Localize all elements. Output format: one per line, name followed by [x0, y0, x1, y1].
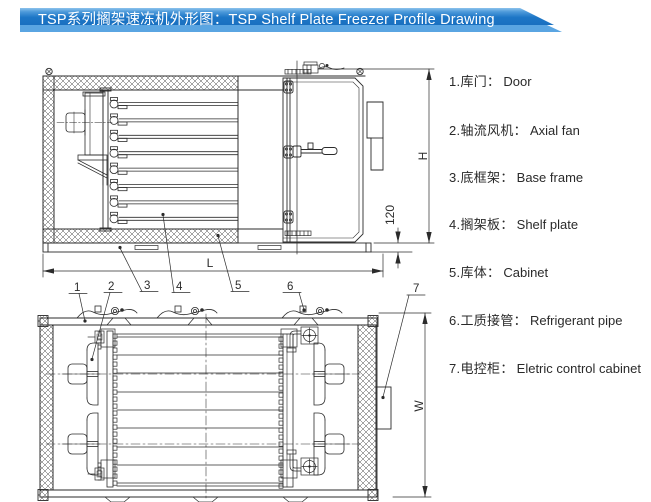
legend-item-control-cabinet: 7.电控柜：Eletric control cabinet	[449, 358, 641, 377]
legend-item-refrigerant-pipe: 6.工质接管：Refrigerant pipe	[449, 310, 622, 329]
legend-en: Shelf plate	[516, 217, 579, 232]
legend-zh: 2.轴流风机：	[449, 123, 527, 138]
dimension-L: L	[42, 253, 384, 278]
page-title: TSP系列搁架速冻机外形图：TSP Shelf Plate Freezer Pr…	[38, 12, 495, 28]
legend-zh: 5.库体：	[449, 265, 501, 280]
svg-text:6: 6	[287, 281, 293, 293]
refrigerant-pipes-plan	[76, 305, 343, 319]
title-banner	[20, 8, 554, 25]
dim-label-W: W	[412, 400, 426, 412]
legend-en: Door	[503, 74, 532, 89]
legend-zh: 7.电控柜：	[449, 361, 514, 376]
cabinet-insulation-plan	[39, 324, 377, 491]
cabinet-insulation-side	[42, 75, 366, 244]
svg-text:5: 5	[235, 280, 241, 292]
svg-text:3: 3	[144, 280, 150, 292]
dim-label-L: L	[207, 256, 214, 270]
freezer-door-side	[282, 60, 364, 255]
legend-item-door: 1.库门：Door	[449, 71, 532, 90]
svg-text:1: 1	[74, 282, 80, 294]
corner-bolt-icon	[45, 67, 364, 76]
legend-zh: 4.搁架板：	[449, 217, 514, 232]
axial-fan-side	[56, 91, 113, 186]
side-panel-right	[366, 101, 384, 171]
dimension-120: 120	[370, 205, 413, 269]
plan-shelves	[116, 333, 284, 487]
side-view: L H 120	[42, 60, 435, 278]
svg-text:4: 4	[176, 281, 183, 293]
crosshair-fitting-icon	[300, 326, 319, 476]
legend-zh: 1.库门：	[449, 74, 501, 89]
dim-label-120: 120	[383, 205, 397, 225]
callout-2: 2	[90, 281, 123, 362]
border-pads	[104, 317, 319, 502]
door-handle-icon	[292, 142, 338, 158]
dim-label-H: H	[416, 152, 430, 161]
dimension-W: W	[378, 312, 432, 498]
base-frame-side	[42, 242, 372, 253]
shelf-support-plate	[99, 87, 112, 232]
legend-item-cabinet: 5.库体：Cabinet	[449, 262, 548, 281]
svg-text:7: 7	[413, 283, 419, 295]
legend-en: Refrigerant pipe	[529, 313, 623, 328]
legend-item-shelf-plate: 4.搁架板：Shelf plate	[449, 214, 578, 233]
legend-en: Cabinet	[503, 265, 549, 280]
refrigerant-pipe-side-icon	[302, 61, 345, 74]
door-hinge-icon	[283, 80, 294, 224]
legend-en: Eletric control cabinet	[516, 361, 641, 376]
callout-6: 6	[282, 281, 306, 312]
shelf-rails	[106, 330, 294, 488]
electric-control-cabinet	[375, 386, 392, 430]
legend-item-axial-fan: 2.轴流风机：Axial fan	[449, 120, 580, 139]
callouts: 1 2 3 4	[68, 212, 426, 400]
callout-4: 4	[161, 212, 191, 293]
axial-fans-plan	[61, 342, 351, 476]
plan-outline	[37, 315, 379, 501]
svg-text:2: 2	[108, 281, 114, 293]
legend-zh: 6.工质接管：	[449, 313, 527, 328]
legend-en: Axial fan	[529, 123, 580, 138]
callout-1: 1	[68, 282, 88, 323]
callout-5: 5	[216, 233, 250, 292]
dimension-H: H	[317, 68, 435, 244]
legend-item-base-frame: 3.底框架：Base frame	[449, 167, 583, 186]
legend-en: Base frame	[516, 170, 584, 185]
side-shelves	[109, 97, 239, 224]
callout-3: 3	[118, 245, 159, 292]
callout-7: 7	[381, 283, 426, 400]
centerlines	[45, 313, 361, 501]
plan-view: W	[37, 305, 432, 502]
parts-legend: 1.库门：Door 2.轴流风机：Axial fan 3.底框架：Base fr…	[449, 0, 649, 502]
plan-fittings	[87, 326, 319, 481]
legend-zh: 3.底框架：	[449, 170, 514, 185]
